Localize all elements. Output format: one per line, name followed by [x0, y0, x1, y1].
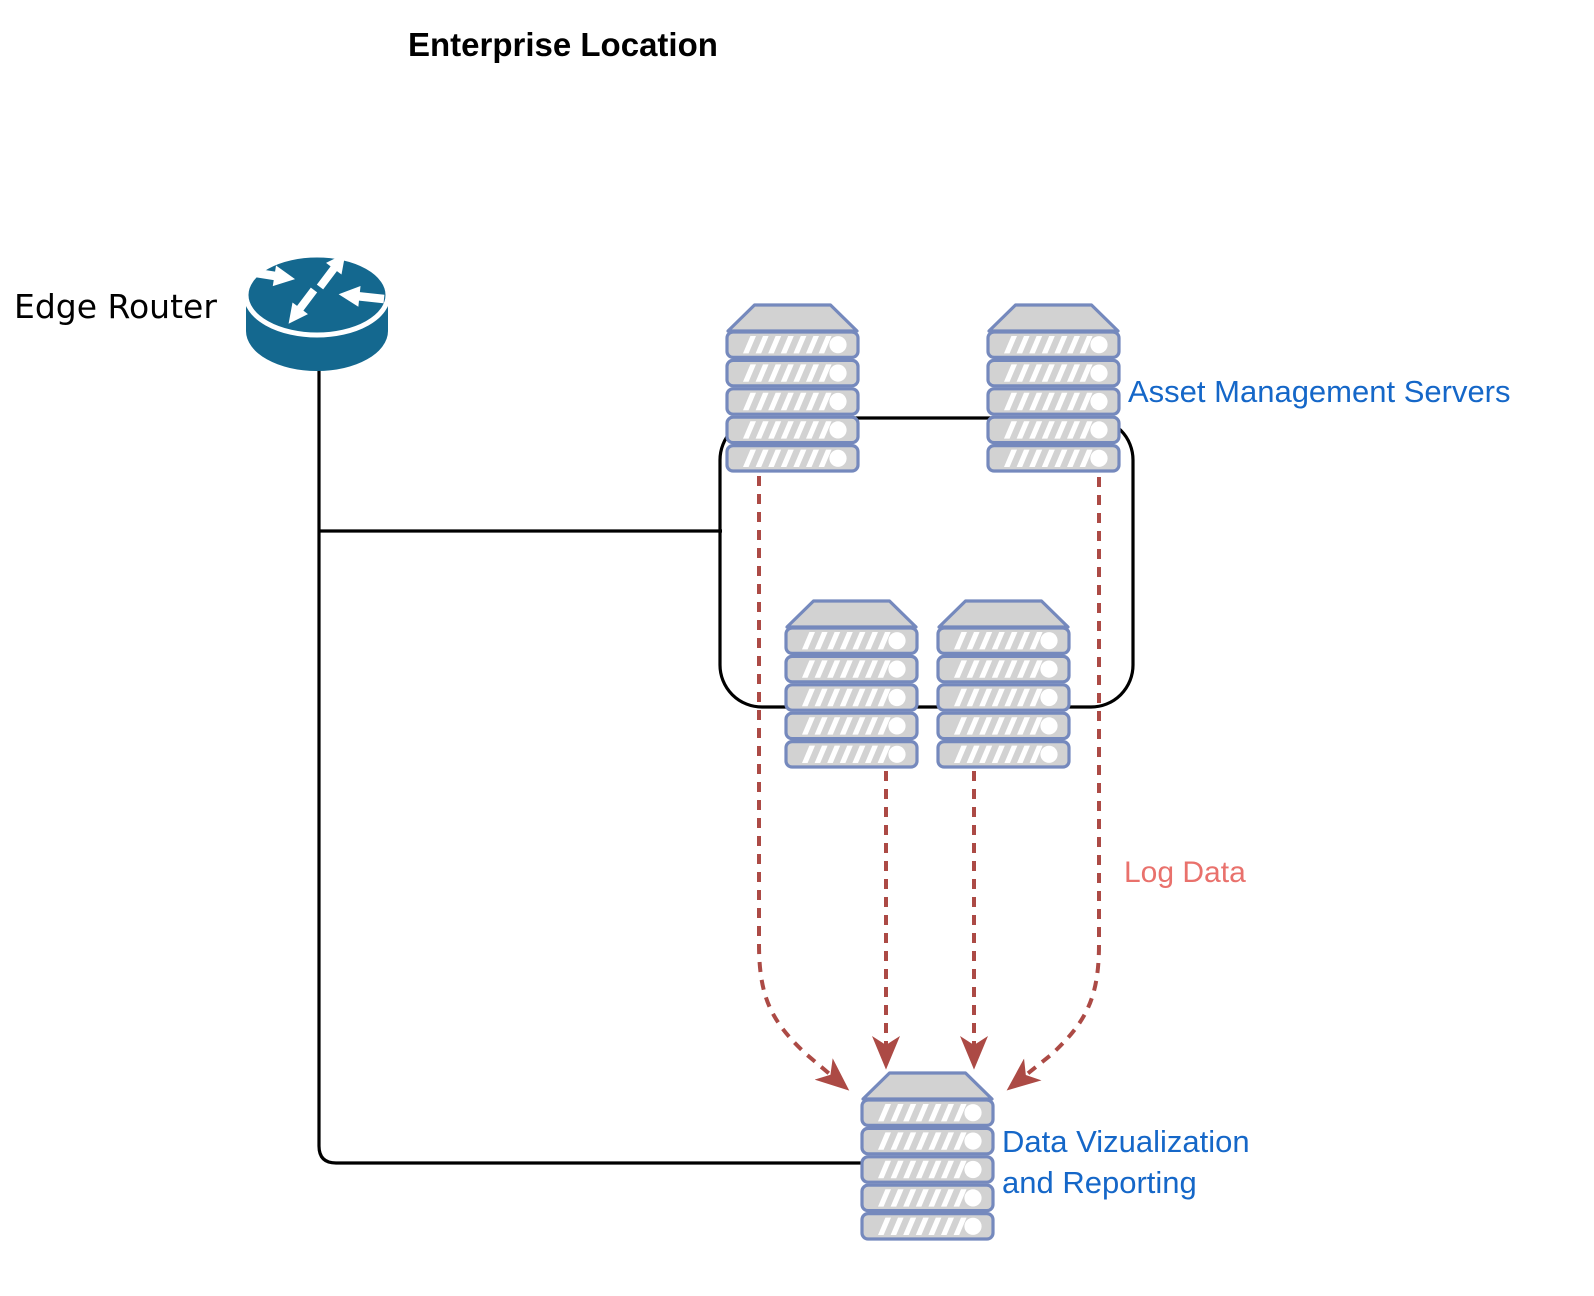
log-data-flow-4 — [1006, 477, 1101, 1091]
router-to-reporting-link — [317, 368, 864, 1165]
server-stacks — [725, 303, 1121, 1241]
edge-router-label: Edge Router — [14, 287, 217, 326]
router-icon — [243, 247, 391, 371]
server-cluster-ring-link — [718, 416, 1135, 709]
asset-management-server-stack-icon-3 — [784, 599, 919, 769]
asset-management-server-stack-icon-4 — [936, 599, 1071, 769]
log-data-flows — [757, 476, 1101, 1091]
diagram-title: Enterprise Location — [408, 26, 718, 63]
lan-links — [317, 368, 1135, 1165]
asset-management-server-stack-icon-2 — [986, 303, 1121, 473]
data-visualization-server-stack-icon — [860, 1071, 995, 1241]
data-visualization-label-line2: and Reporting — [1002, 1165, 1197, 1200]
asset-management-servers-label: Asset Management Servers — [1128, 374, 1511, 409]
asset-management-server-stack-icon-1 — [725, 303, 860, 473]
data-visualization-label-line1: Data Vizualization — [1002, 1124, 1250, 1159]
log-data-flow-1 — [757, 476, 850, 1091]
log-data-label: Log Data — [1124, 856, 1246, 889]
